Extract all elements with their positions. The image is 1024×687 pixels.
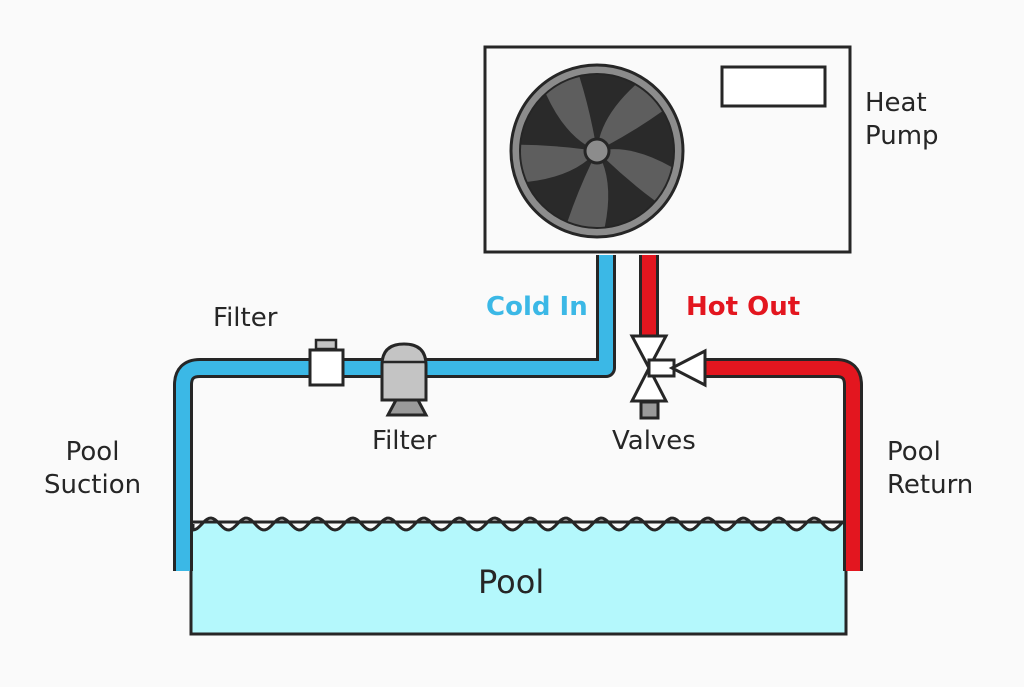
fan-icon: [509, 63, 685, 239]
pool: [189, 514, 848, 636]
strainer-body: [308, 348, 345, 387]
fan-blade: [605, 149, 672, 201]
hot-pipe: [639, 255, 863, 571]
pool-water: [191, 522, 846, 634]
fan-blade: [521, 144, 589, 182]
pool-return-label-line2: Return: [887, 470, 974, 500]
heat-pump-label-line1: Heat: [865, 88, 927, 118]
fan-blades: [521, 77, 672, 227]
hot-pipe-fill: [642, 255, 860, 571]
pool-return-label: Pool Return: [887, 436, 973, 502]
strainer-cap: [314, 338, 338, 351]
strainer-icon: [308, 338, 345, 387]
pool-label: Pool: [478, 563, 545, 601]
pool-suction-label: Pool Suction: [44, 436, 141, 502]
fan-blade: [599, 85, 662, 146]
pool-suction-label-line1: Pool: [65, 437, 120, 467]
hot-out-label: Hot Out: [686, 292, 801, 322]
filter-tank-icon: [380, 342, 429, 417]
fan-blade: [546, 77, 595, 146]
valves-label: Valves: [612, 426, 696, 456]
pool-outline: [189, 520, 848, 636]
valve-top-triangle: [629, 334, 669, 372]
pool-suction-label-line2: Suction: [44, 470, 142, 500]
cold-in-label: Cold In: [486, 292, 588, 322]
valve-actuator: [639, 400, 660, 420]
pool-return-label-line1: Pool: [887, 437, 941, 467]
filter-label-top: Filter: [213, 303, 278, 333]
fan-blade: [567, 161, 609, 227]
heat-pump-label: Heat Pump: [865, 87, 939, 153]
filter-label-bottom: Filter: [372, 426, 437, 456]
valve-side-triangle: [668, 348, 707, 388]
pool-water-surface: [191, 516, 845, 532]
heat-pump-unit: [483, 45, 852, 254]
heat-pump-display: [720, 65, 827, 108]
filter-tank-body: [380, 342, 428, 402]
fan-hub: [583, 137, 611, 165]
valve-icon: [629, 334, 707, 420]
filter-tank-base: [385, 398, 429, 417]
heat-pump-label-line2: Pump: [865, 121, 939, 151]
